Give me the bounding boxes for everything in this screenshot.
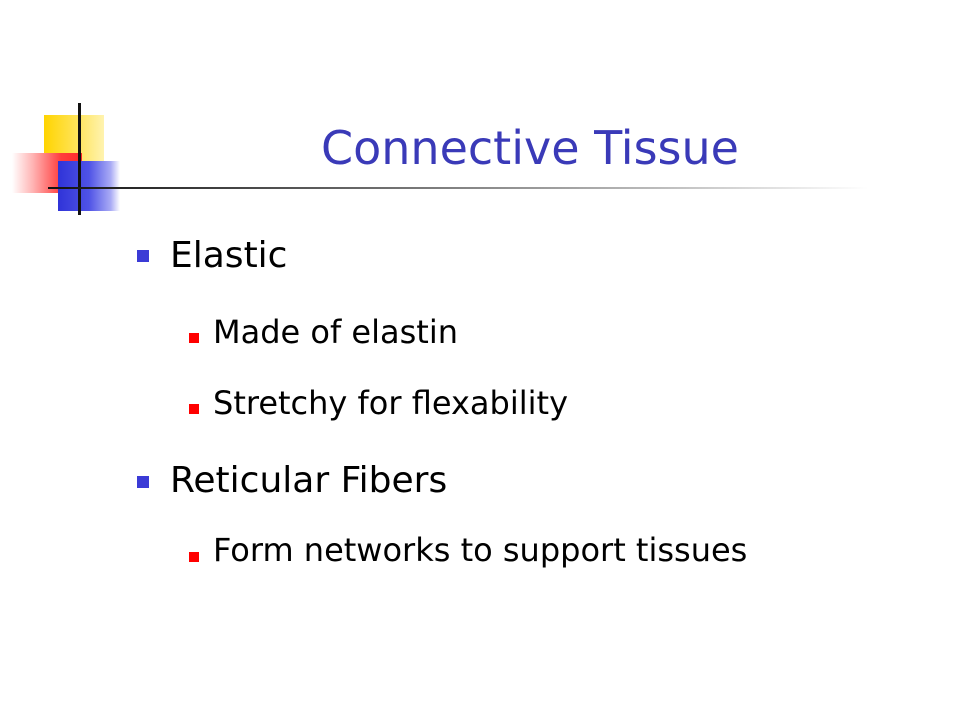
bullet-marker-level2 [189, 404, 199, 414]
bullet-item-stretchy: Stretchy for flexability [213, 384, 568, 422]
logo-vertical-line [78, 103, 81, 215]
title-underline [48, 187, 868, 189]
bullet-marker-level2 [189, 333, 199, 343]
decorative-logo [0, 95, 868, 225]
bullet-marker-level1 [137, 250, 149, 262]
bullet-marker-level2 [189, 552, 199, 562]
bullet-item-made-of-elastin: Made of elastin [213, 313, 458, 351]
bullet-item-elastic: Elastic [170, 235, 288, 276]
bullet-item-reticular-fibers: Reticular Fibers [170, 460, 448, 501]
slide-title: Connective Tissue [321, 121, 739, 175]
logo-blue-square [58, 161, 120, 211]
bullet-marker-level1 [137, 476, 149, 488]
bullet-item-form-networks: Form networks to support tissues [213, 531, 748, 569]
